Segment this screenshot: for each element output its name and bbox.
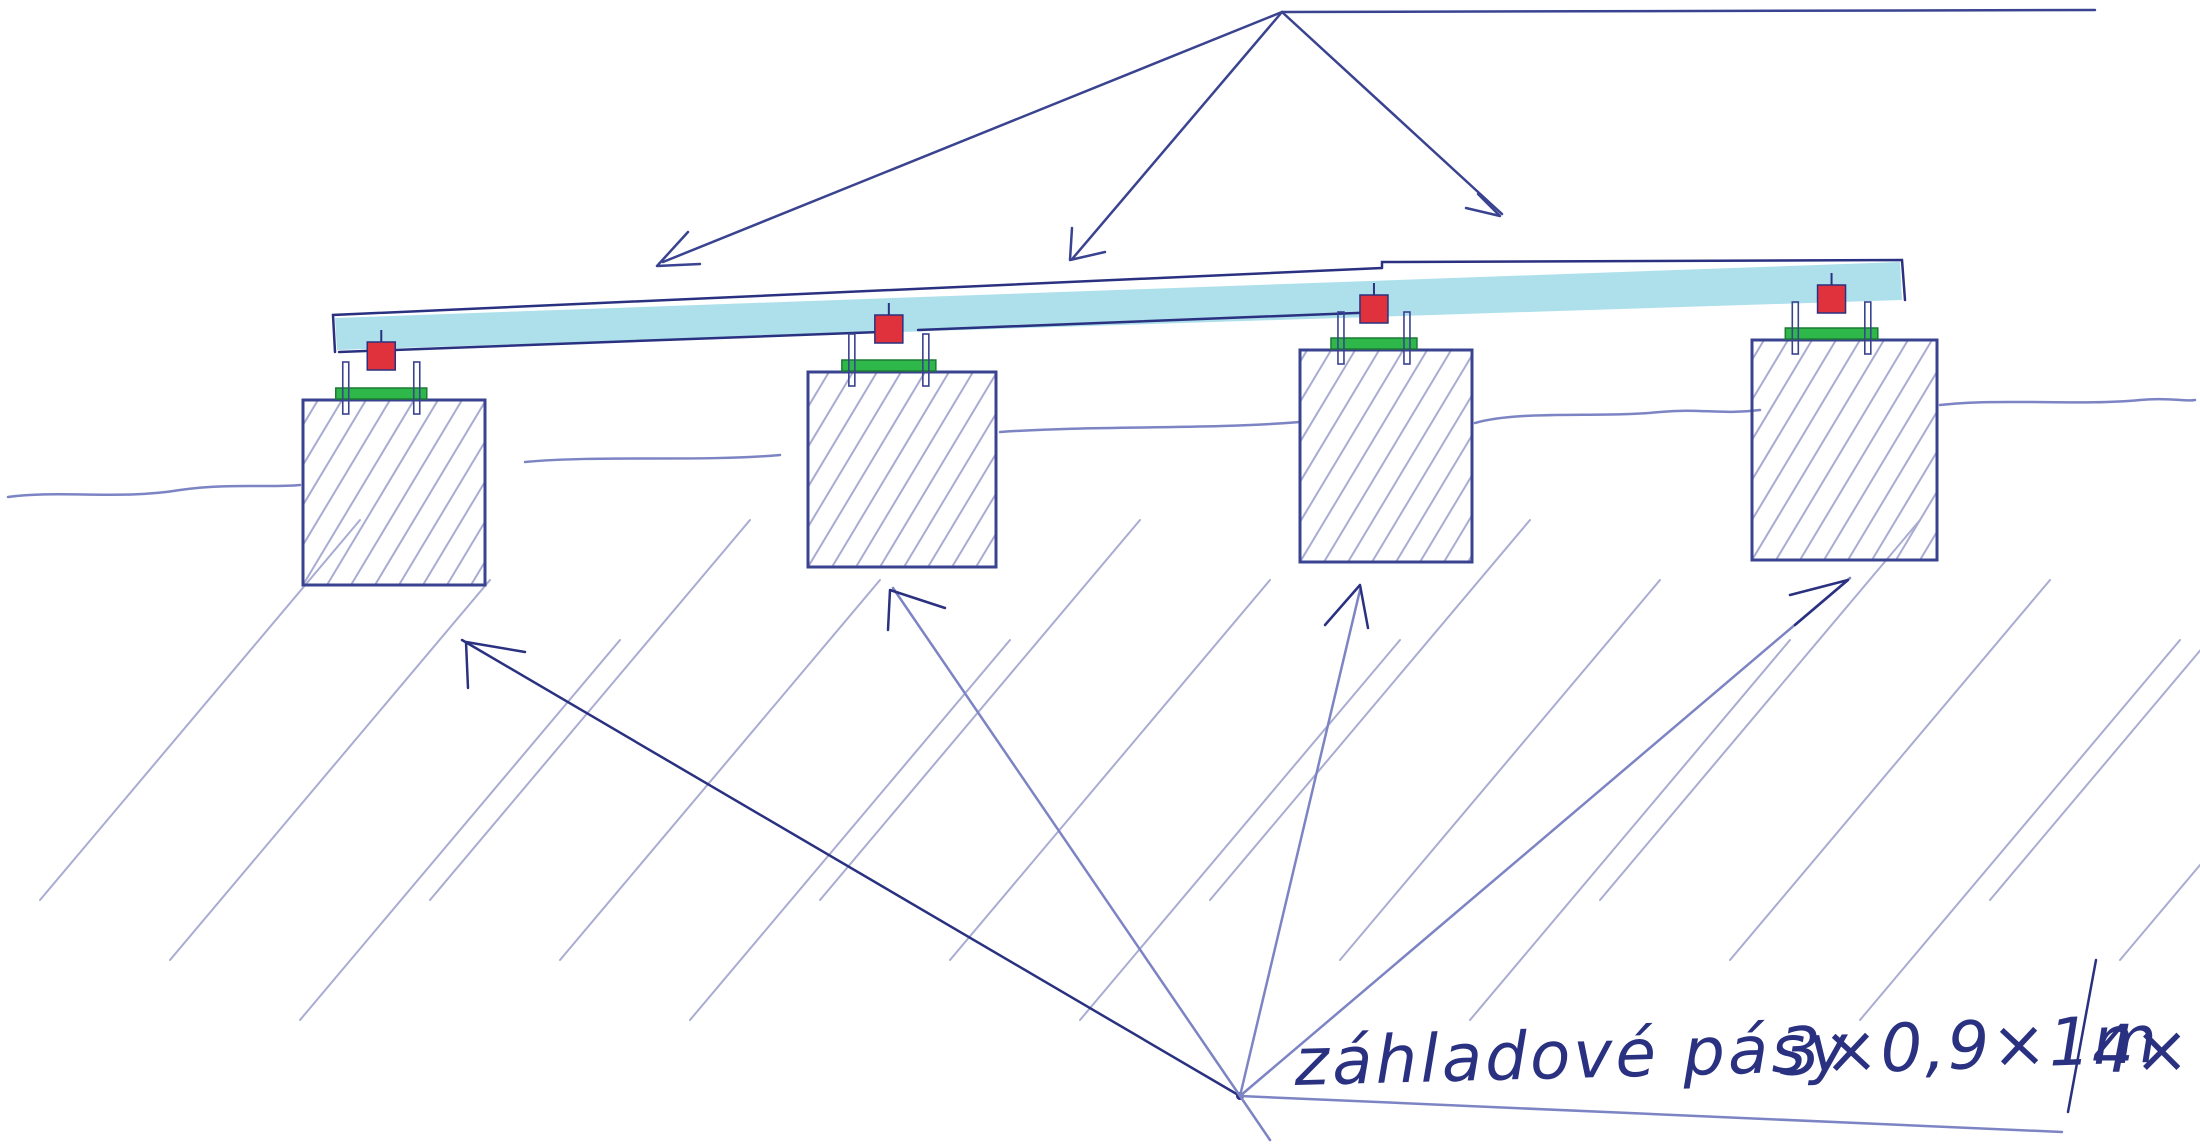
block-outline bbox=[806, 370, 998, 569]
bearing-pad bbox=[1784, 327, 1879, 340]
arrow-icon bbox=[1280, 10, 1504, 216]
block-outline bbox=[301, 398, 487, 587]
block-hatching bbox=[1300, 350, 1472, 562]
hatch-line bbox=[819, 519, 1141, 901]
anchor-bolt bbox=[341, 361, 350, 415]
anchor-bolt bbox=[922, 333, 930, 387]
bearing-pad bbox=[841, 359, 937, 372]
hatch-line bbox=[429, 519, 751, 901]
anchor-bolt bbox=[1864, 301, 1872, 355]
block-hatching bbox=[1752, 340, 1937, 560]
foundation-block bbox=[806, 303, 998, 569]
bearing-block bbox=[1816, 284, 1847, 314]
hatch-line bbox=[1079, 639, 1401, 1021]
hatch-line bbox=[1209, 519, 1531, 901]
arrow-icon bbox=[460, 638, 1242, 1098]
hatch-line bbox=[1469, 639, 1791, 1021]
hatch-line bbox=[1599, 519, 1921, 901]
bearing-block bbox=[366, 341, 397, 371]
hatch-line bbox=[169, 579, 491, 961]
ground bbox=[6, 397, 2200, 1021]
hatch-line bbox=[949, 579, 1271, 961]
arrow-icon bbox=[1238, 576, 1852, 1098]
block-outline bbox=[1298, 348, 1474, 564]
arrow-icon bbox=[891, 586, 1242, 1098]
label-arrows bbox=[460, 8, 2097, 1142]
label-count: 4× bbox=[2092, 1011, 2189, 1088]
arrow-icon bbox=[1071, 10, 1284, 260]
hatch-line bbox=[559, 579, 881, 961]
label-separator bbox=[2066, 958, 2098, 1114]
hatch-line bbox=[689, 639, 1011, 1021]
anchor-bolt bbox=[1791, 301, 1800, 355]
hatch-line bbox=[1339, 579, 1661, 961]
block-hatching bbox=[808, 372, 996, 567]
top-arrows bbox=[655, 10, 1504, 268]
foundation-block bbox=[301, 330, 487, 587]
arrow-icon bbox=[886, 588, 947, 632]
arrow-icon bbox=[1788, 578, 1850, 627]
bearing-block bbox=[874, 314, 904, 344]
label: záhladové pásy 3×0,9×1m 4× bbox=[1292, 958, 2189, 1114]
anchor-bolt bbox=[412, 361, 421, 415]
hatch-line bbox=[299, 639, 621, 1021]
hatch-line bbox=[1729, 579, 2051, 961]
bottom-leader-line bbox=[1238, 1094, 2064, 1142]
top-leader-line bbox=[1280, 8, 2097, 14]
bottom-arrows bbox=[460, 576, 1852, 1098]
arrow-icon bbox=[464, 640, 527, 690]
foundation-block bbox=[1298, 283, 1474, 564]
foundation-block bbox=[1750, 273, 1939, 562]
label-name: záhladové pásy bbox=[1292, 1009, 1851, 1101]
foundations bbox=[301, 273, 1939, 587]
label-dimensions: 3×0,9×1m bbox=[1778, 1001, 2160, 1091]
hatch-line bbox=[2119, 863, 2200, 961]
beam-outline bbox=[331, 258, 1907, 354]
arrow-icon bbox=[1323, 583, 1370, 630]
anchor-bolt bbox=[1337, 311, 1345, 365]
arrow-icon bbox=[1238, 588, 1362, 1098]
anchor-bolt bbox=[848, 333, 856, 387]
beam-body bbox=[335, 262, 1902, 350]
arrow-icon bbox=[655, 230, 702, 268]
bearing-block bbox=[1359, 294, 1389, 324]
arrow-icon bbox=[661, 10, 1284, 264]
bearing-pad bbox=[335, 387, 428, 400]
bearing-pad bbox=[1330, 337, 1418, 350]
block-outline bbox=[1750, 338, 1939, 562]
arrow-icon bbox=[1464, 192, 1502, 218]
arrow-icon bbox=[1068, 226, 1107, 262]
anchor-bolt bbox=[1403, 311, 1411, 365]
beam bbox=[331, 258, 1907, 354]
hatch-line bbox=[39, 519, 361, 901]
hatch-line bbox=[1859, 639, 2181, 1021]
ground-hatching bbox=[39, 519, 2200, 1021]
hatch-line bbox=[1989, 649, 2200, 901]
block-hatching bbox=[303, 400, 485, 585]
ground-line bbox=[6, 397, 2197, 499]
